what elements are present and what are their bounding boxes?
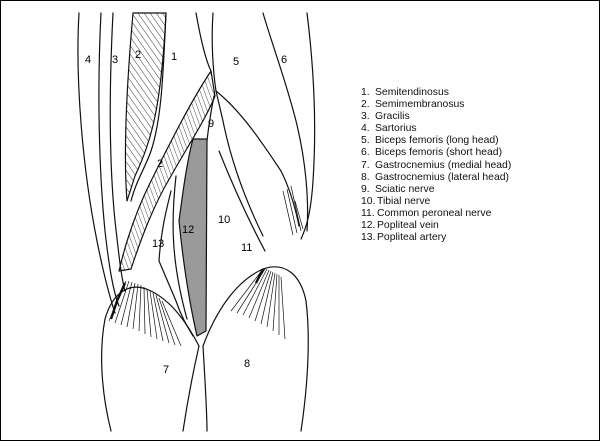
callout-13: 13	[152, 238, 164, 250]
legend-number: 12.	[361, 220, 377, 232]
callout-12: 12	[182, 224, 194, 236]
legend-text: Sciatic nerve	[375, 184, 434, 196]
legend-item: 11.Common peroneal nerve	[361, 208, 511, 220]
legend-number: 8.	[361, 172, 375, 184]
legend-text: Sartorius	[375, 123, 417, 135]
legend-item: 8.Gastrocnemius (lateral head)	[361, 172, 511, 184]
legend-text: Semimembranosus	[375, 99, 465, 111]
callout-7: 7	[163, 364, 169, 376]
legend-number: 9.	[361, 184, 375, 196]
legend-item: 3.Gracilis	[361, 111, 511, 123]
legend-item: 2.Semimembranosus	[361, 99, 511, 111]
legend-item: 4.Sartorius	[361, 123, 511, 135]
legend-text: Gracilis	[375, 111, 410, 123]
callout-2b: 2	[157, 158, 163, 170]
legend-item: 13.Popliteal artery	[361, 232, 511, 244]
structure-legend: 1.Semitendinosus 2.Semimembranosus 3.Gra…	[361, 87, 511, 244]
legend-number: 1.	[361, 87, 375, 99]
legend-text: Tibial nerve	[377, 196, 430, 208]
legend-number: 11.	[361, 208, 377, 220]
legend-number: 2.	[361, 99, 375, 111]
legend-text: Common peroneal nerve	[377, 208, 491, 220]
legend-number: 5.	[361, 135, 375, 147]
legend-text: Gastrocnemius (lateral head)	[375, 172, 509, 184]
legend-item: 10.Tibial nerve	[361, 196, 511, 208]
legend-number: 4.	[361, 123, 375, 135]
callout-4: 4	[85, 54, 91, 66]
legend-item: 7.Gastrocnemius (medial head)	[361, 160, 511, 172]
legend-number: 13.	[361, 232, 377, 244]
legend-text: Biceps femoris (long head)	[375, 135, 499, 147]
biceps-femoris-short-head	[263, 13, 308, 231]
callout-2: 2	[135, 49, 141, 61]
common-peroneal-nerve	[219, 151, 265, 251]
legend-item: 9.Sciatic nerve	[361, 184, 511, 196]
callout-10: 10	[218, 214, 230, 226]
legend-text: Popliteal artery	[377, 232, 446, 244]
legend-number: 10.	[361, 196, 377, 208]
callout-11: 11	[241, 242, 252, 254]
callout-6: 6	[281, 54, 287, 66]
legend-text: Gastrocnemius (medial head)	[375, 160, 511, 172]
biceps-femoris-long-head	[212, 13, 299, 226]
legend-number: 6.	[361, 147, 375, 159]
callout-3: 3	[112, 54, 118, 66]
legend-item: 6.Biceps femoris (short head)	[361, 147, 511, 159]
callout-1: 1	[171, 51, 177, 63]
legend-item: 5.Biceps femoris (long head)	[361, 135, 511, 147]
callout-8: 8	[244, 358, 250, 370]
legend-number: 7.	[361, 160, 375, 172]
legend-text: Biceps femoris (short head)	[375, 147, 502, 159]
legend-text: Semitendinosus	[375, 87, 449, 99]
callout-9: 9	[208, 118, 214, 130]
legend-number: 3.	[361, 111, 375, 123]
legend-text: Popliteal vein	[377, 220, 439, 232]
legend-item: 12.Popliteal vein	[361, 220, 511, 232]
legend-item: 1.Semitendinosus	[361, 87, 511, 99]
callout-5: 5	[233, 56, 239, 68]
